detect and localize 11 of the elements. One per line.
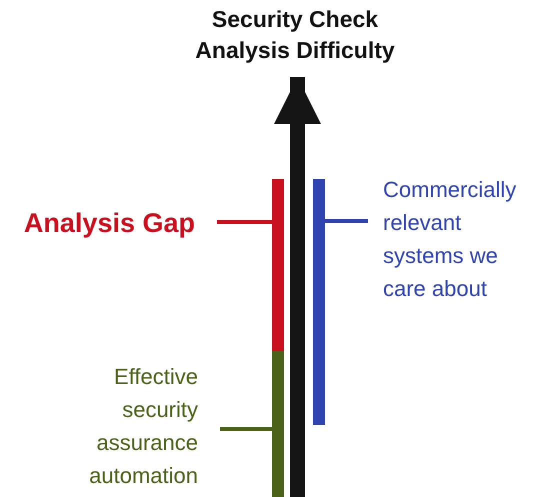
gap-label: Analysis Gap (10, 203, 217, 244)
axis-title: Security Check Analysis Difficulty (170, 4, 420, 66)
bar (313, 179, 325, 425)
bar (272, 179, 284, 351)
bar (272, 351, 284, 497)
automation-label: Effective security assurance automation (60, 360, 220, 492)
leader-line (220, 427, 272, 431)
leader-line (217, 220, 272, 224)
systems-label: Commercially relevant systems we care about (368, 173, 540, 305)
block-arrow (274, 77, 321, 497)
leader-line (325, 219, 368, 223)
